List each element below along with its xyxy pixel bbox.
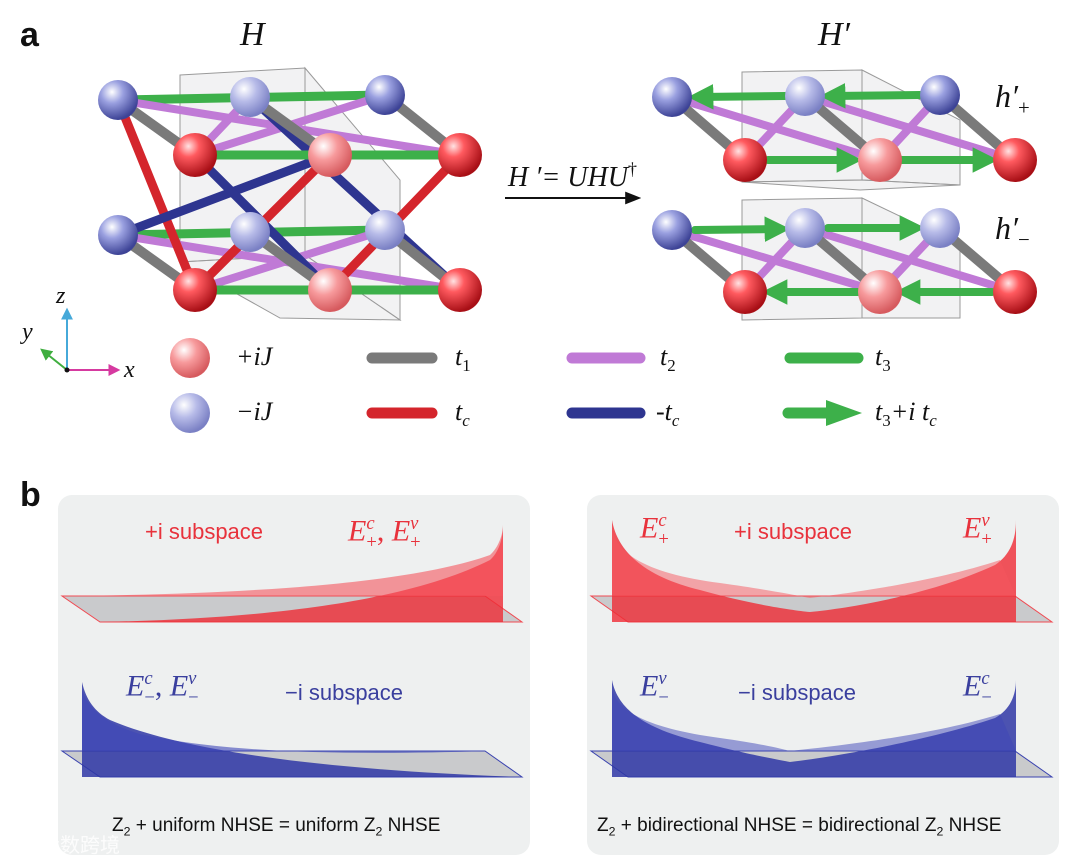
legend-mtc-label: -tc [656, 397, 680, 430]
axis-y-label: y [22, 319, 33, 345]
watermark-logo-icon [14, 836, 36, 854]
legend-t1-label: t1 [455, 342, 471, 375]
legend-tc-label: tc [455, 397, 470, 430]
legend-minus-site-label: −iJ [236, 397, 273, 426]
lattice-h [98, 66, 482, 321]
legend-symbols [170, 338, 864, 433]
panel-a-letter: a [20, 16, 39, 54]
axes-triad [40, 307, 121, 376]
label-h-plus: h′+ [995, 78, 1030, 120]
left-minus-profile [60, 682, 524, 778]
panel-b-letter: b [20, 476, 41, 514]
title-h: H [240, 16, 265, 53]
axis-z-label: z [56, 283, 66, 309]
legend-minus-site-icon [170, 393, 210, 433]
legend-t2-label: t2 [660, 342, 676, 375]
right-minus-subspace-label: −i subspace [738, 680, 857, 705]
left-plus-profile [60, 525, 524, 623]
legend-arrow-label: t3+i tc [875, 397, 937, 430]
uniform-nhse-panel [58, 495, 530, 855]
legend-t3-label: t3 [875, 342, 891, 375]
right-minus-profile [589, 680, 1054, 778]
right-plus-profile [589, 520, 1054, 623]
left-caption: Z2 + uniform NHSE = uniform Z2 NHSE [112, 815, 441, 839]
label-h-minus: h′− [995, 210, 1030, 252]
axis-x-label: x [124, 357, 135, 383]
legend-arrow-head [826, 400, 862, 426]
right-plus-subspace-label: +i subspace [734, 519, 853, 544]
legend-plus-site-label: +iJ [236, 342, 273, 371]
right-caption: Z2 + bidirectional NHSE = bidirectional … [597, 815, 1002, 839]
watermark: 大数跨境 [14, 836, 120, 856]
left-plus-subspace-label: +i subspace [145, 519, 264, 544]
left-minus-subspace-label: −i subspace [285, 680, 404, 705]
lattice-h-prime [652, 69, 1037, 321]
transform-equation: H ′= UHU† [508, 159, 638, 193]
title-h-prime: H′ [818, 16, 850, 53]
legend-plus-site-icon [170, 338, 210, 378]
bidirectional-nhse-panel [587, 495, 1059, 855]
